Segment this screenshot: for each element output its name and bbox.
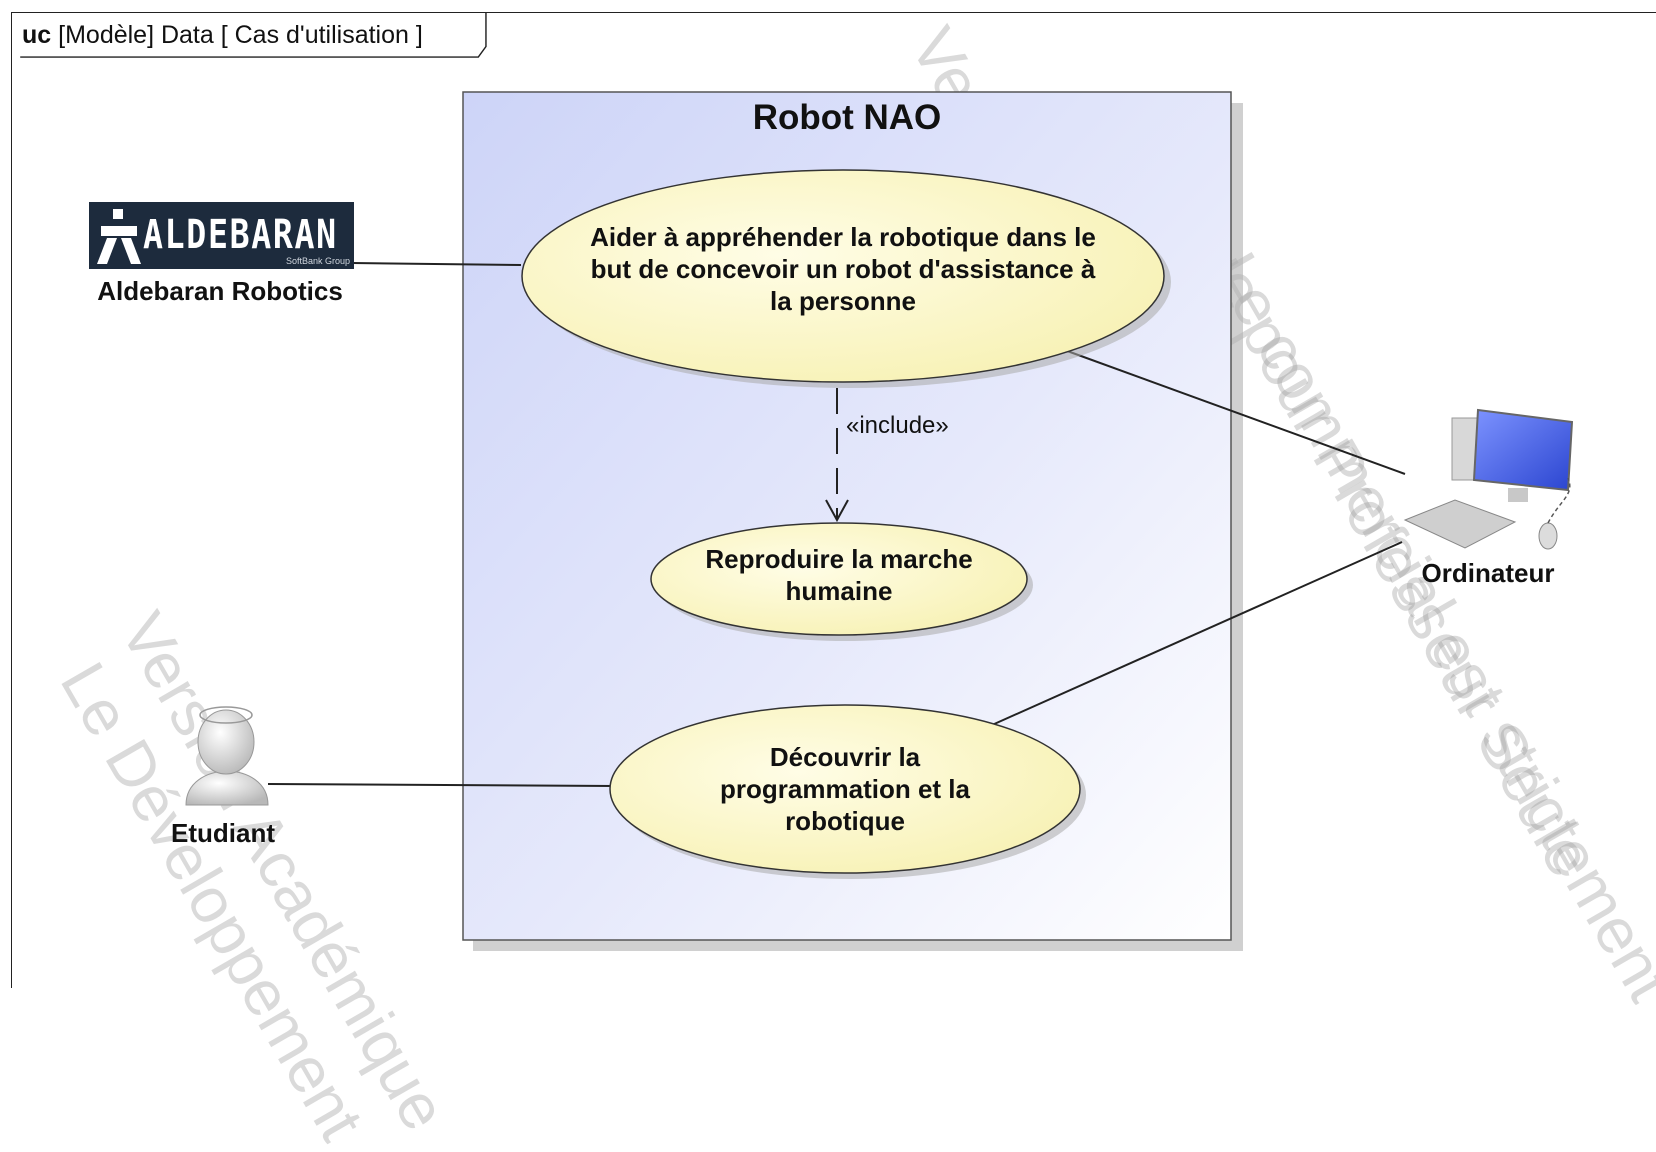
frame-title: [Modèle] Data [ Cas d'utilisation ] (58, 21, 423, 49)
frame-keyword: uc (22, 21, 52, 49)
aldebaran-logo-subtext: SoftBank Group (285, 256, 350, 266)
use-case-main[interactable] (521, 169, 1165, 383)
student-icon[interactable] (185, 706, 269, 806)
computer-icon[interactable] (1403, 408, 1574, 550)
use-case-main-label: Aider à appréhender la robotique dans le… (590, 222, 1096, 316)
association-ordinateur-discover[interactable] (991, 541, 1403, 726)
actor-aldebaran-label: Aldebaran Robotics (97, 276, 343, 306)
aldebaran-logo-text: ALDEBARAN (143, 212, 338, 258)
association-ordinateur-main[interactable] (1058, 347, 1406, 475)
diagram-frame (11, 12, 1656, 988)
frame-tab (20, 12, 487, 58)
use-case-discover[interactable] (609, 704, 1081, 874)
association-aldebaran[interactable] (351, 262, 522, 266)
use-case-discover-label: Découvrir la programmation et la robotiq… (720, 742, 970, 836)
actor-etudiant-label: Etudiant (171, 818, 275, 848)
use-case-walk-label: Reproduire la marche humaine (705, 544, 973, 606)
frame-label: uc [Modèle] Data [ Cas d'utilisation ] (22, 18, 423, 52)
aldebaran-logo[interactable]: ALDEBARAN SoftBank Group (89, 202, 354, 269)
actor-ordinateur-label: Ordinateur (1421, 558, 1555, 588)
include-arrowhead (825, 499, 849, 523)
aldebaran-mark-icon (97, 209, 141, 264)
include-label: «include» (846, 412, 949, 439)
use-case-walk[interactable] (650, 522, 1028, 636)
association-etudiant[interactable] (267, 783, 615, 787)
diagram-canvas (185, 91, 1574, 951)
system-title: Robot NAO (752, 98, 942, 137)
